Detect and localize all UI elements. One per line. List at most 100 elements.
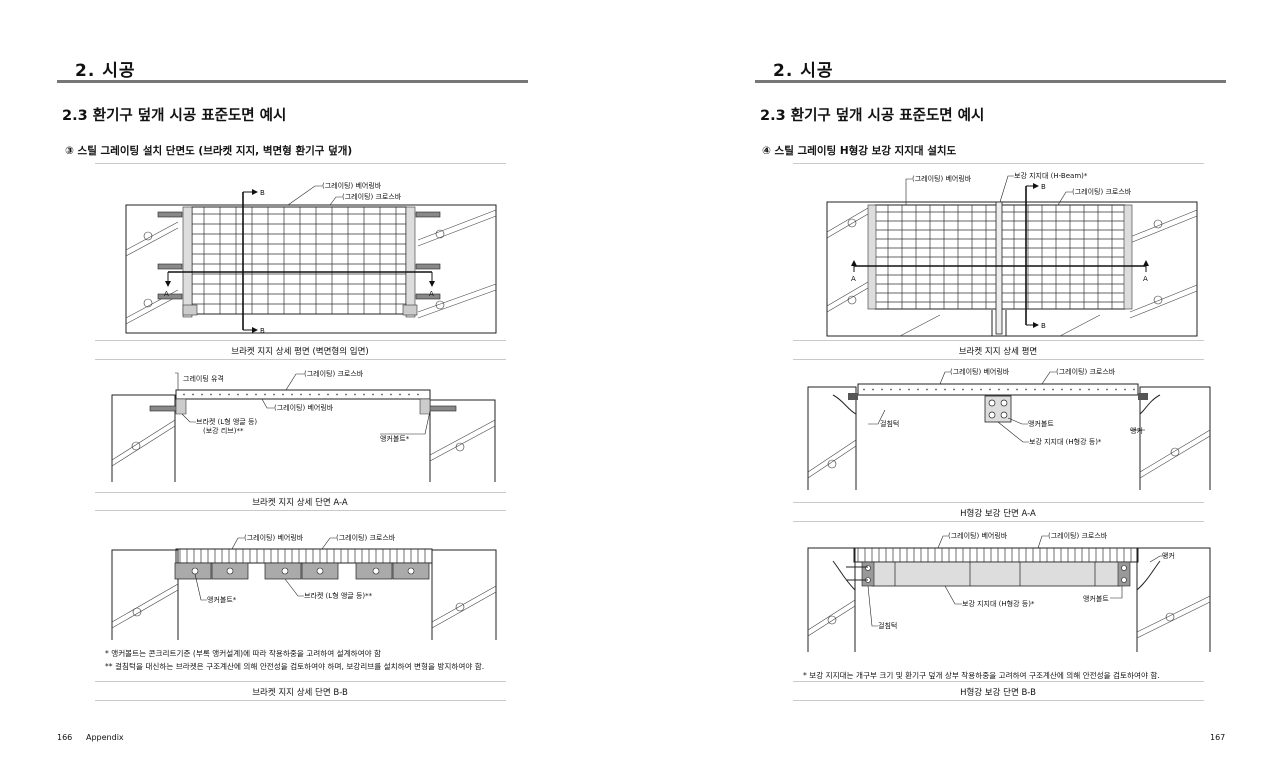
bar-section-dot [318,393,320,396]
bar-section-dot [300,393,302,396]
left-page: 2. 시공 2.3 환기구 덮개 시공 표준도면 예시 ③ 스틸 그레이팅 설치… [57,61,528,742]
bar-section-dot [345,393,347,396]
bar-section-dot [971,388,973,391]
bar-section-dot [255,393,257,396]
bar-section-dot [908,388,910,391]
bar-section-dot [953,388,955,391]
bar-section-dot [1070,388,1072,391]
bar-section-dot [1106,388,1108,391]
caption-section-aa: 브라켓 지지 상세 단면 A-A [252,498,348,508]
bar-section-dot [1133,388,1135,391]
label-support-a: 보강 지지대 (H형강 등)* [1029,437,1102,446]
divider [793,521,1204,522]
bar-section-dot [1124,388,1126,391]
bar-section-dot [962,388,964,391]
bar-section-dot [237,393,239,396]
label-cross-bar: (그레이팅) 크로스바 [342,192,402,201]
label-cross-bar-a: (그레이팅) 크로스바 [304,369,364,378]
bar-section-dot [363,393,365,396]
label-anchor-bolt-b: 앵커볼트 [1083,594,1109,603]
label-anchor-b: 앵커 [1162,551,1175,560]
bar-section-dot [336,393,338,396]
drawing-hbeam: A A B B (그레이팅) 베어링바 보강 지지대 (H-Beam)* (그레… [807,171,1211,652]
caption-section-bb: 브라켓 지지 상세 단면 B-B [252,688,348,698]
bar-section-dot [327,393,329,396]
bar-section-dot [1043,388,1045,391]
divider [95,340,506,341]
subsection-title: 2.3 환기구 덮개 시공 표준도면 예시 [62,108,287,124]
divider [793,502,1204,503]
bar-section-dot [201,393,203,396]
subsection-title: 2.3 환기구 덮개 시공 표준도면 예시 [760,108,985,124]
mark-a-left: A [851,275,856,283]
label-support-b: 보강 지지대 (H형강 등)* [962,599,1035,608]
bar-section-dot [1115,388,1117,391]
bar-section-dot [381,393,383,396]
mark-b-top: B [260,189,265,197]
divider [95,359,506,360]
note-1: * 앵커볼트는 콘크리트기준 (부록 앵커설계)에 따라 작용하중을 고려하여 … [105,649,381,658]
bar-section-dot [399,393,401,396]
label-bearing-bar-b: (그레이팅) 베어링바 [948,531,1008,540]
label-bracket-b: 브라켓 (L형 앵글 등)** [304,591,373,600]
figure-title: ③ 스틸 그레이팅 설치 단면도 (브라켓 지지, 벽면형 환기구 덮개) [65,145,353,157]
label-cross-bar-b: (그레이팅) 크로스바 [336,533,396,542]
label-grating-gap: 그레이팅 유격 [183,374,224,383]
bar-section-dot [1034,388,1036,391]
label-bearing-bar: (그레이팅) 베어링바 [322,181,382,190]
mark-a-left: A [164,290,169,298]
bar-section-dot [1061,388,1063,391]
bar-section-dot [408,393,410,396]
bar-section-dot [1097,388,1099,391]
page-number: 166 [57,733,73,742]
divider [95,700,506,701]
caption-section-bb: H형강 보강 단면 B-B [960,688,1036,698]
divider [95,163,506,164]
label-cross-bar-a: (그레이팅) 크로스바 [1056,367,1116,376]
label-anchor-bolt-a: 앵커볼트 [1028,419,1054,428]
right-page: 2. 시공 2.3 환기구 덮개 시공 표준도면 예시 ④ 스틸 그레이팅 H형… [640,0,1280,782]
bar-section-dot [228,393,230,396]
mark-a-right: A [1143,275,1148,283]
bar-section-dot [1088,388,1090,391]
bar-section-dot [309,393,311,396]
divider [793,359,1204,360]
label-bearing-bar-a: (그레이팅) 베어링바 [274,403,334,412]
caption-plan: 브라켓 지지 상세 평면 [958,347,1038,357]
divider [95,510,506,511]
bar-section-dot [354,393,356,396]
section-title: 2. 시공 [75,61,136,81]
bar-section-dot [890,388,892,391]
bar-section-dot [1016,388,1018,391]
bar-section-dot [192,393,194,396]
label-bearing-bar-a: (그레이팅) 베어링바 [950,367,1010,376]
bar-section-dot [282,393,284,396]
bar-section-dot [291,393,293,396]
label-bracket-a: 브라켓 (L형 앵글 등) [196,417,257,426]
label-anchor-a: 앵커 [1130,426,1143,435]
section-rule [755,80,1226,83]
label-support-hbeam: 보강 지지대 (H-Beam)* [1014,171,1088,180]
bar-section-dot [219,393,221,396]
bar-section-dot [210,393,212,396]
bar-section-dot [863,388,865,391]
label-anchor-bolt-a: 앵커볼트* [380,434,410,443]
page-number: 167 [1210,733,1226,742]
bar-section-dot [1052,388,1054,391]
bar-section-dot [872,388,874,391]
caption-section-aa: H형강 보강 단면 A-A [960,509,1036,519]
bar-section-dot [1025,388,1027,391]
bar-section-dot [372,393,374,396]
label-ledge-a: 걸침턱 [880,419,899,428]
note-2: ** 걸침턱을 대신하는 브라켓은 구조계산에 의해 안전성을 검토하여야 하며… [105,662,485,671]
divider [95,681,506,682]
label-ledge-b: 걸침턱 [878,621,897,630]
bar-section-dot [944,388,946,391]
bar-section-dot [246,393,248,396]
bar-section-dot [1007,388,1009,391]
bar-section-dot [935,388,937,391]
label-bearing-bar-b: (그레이팅) 베어링바 [244,533,304,542]
bar-section-dot [183,393,185,396]
label-cross-bar: (그레이팅) 크로스바 [1072,187,1132,196]
bar-section-dot [899,388,901,391]
